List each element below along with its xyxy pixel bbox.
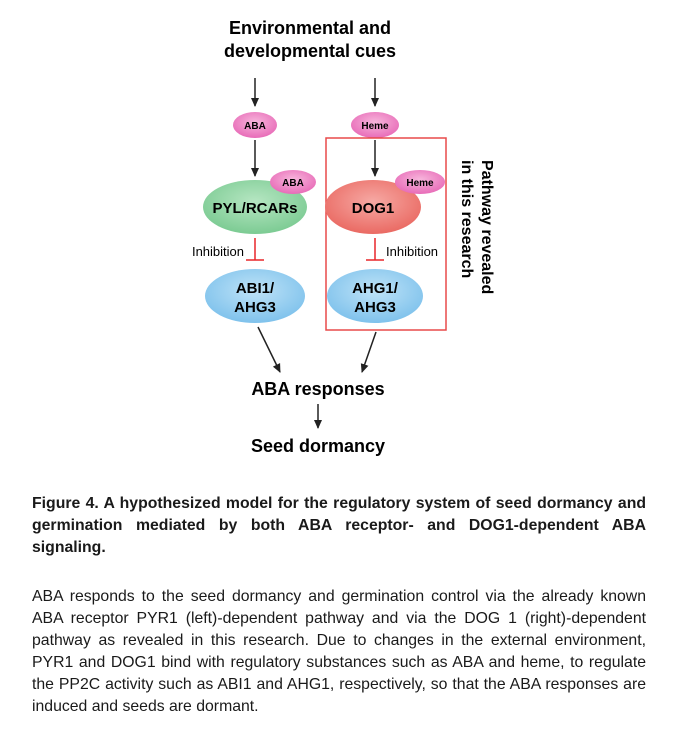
- inhibition-right-label: Inhibition: [386, 244, 438, 259]
- ahg1-ahg3-node: [327, 269, 423, 323]
- research-pathway-box: [325, 137, 447, 331]
- figure-description: ABA responds to the seed dormancy and ge…: [32, 588, 646, 715]
- pyl-rcars-label: PYL/RCARs: [212, 200, 297, 217]
- figure-caption: Figure 4. A hypothesized model for the r…: [32, 495, 646, 556]
- abi1-ahg3-label-line2: AHG3: [234, 299, 276, 316]
- top-label-line2: developmental cues: [224, 41, 396, 61]
- top-label-line1: Environmental and: [229, 18, 391, 38]
- dog1-node: [325, 180, 421, 234]
- box-label-line2: in this research: [458, 160, 475, 278]
- box-label-line1: Pathway revealed: [478, 160, 495, 294]
- arrow-ahg1-to-responses: [360, 331, 377, 373]
- heme-ligand-node: [351, 112, 399, 138]
- inhibition-left-label: Inhibition: [192, 244, 244, 259]
- bound-heme-label: Heme: [406, 178, 434, 189]
- bound-aba-label: ABA: [282, 178, 304, 189]
- arrow-abi1-to-responses: [257, 326, 281, 373]
- aba-responses-label: ABA responses: [251, 379, 384, 399]
- bound-heme-node: [395, 170, 445, 194]
- abi1-ahg3-node: [205, 269, 305, 323]
- abi1-ahg3-label-line1: ABI1/: [236, 280, 275, 297]
- ahg1-ahg3-label-line2: AHG3: [354, 299, 396, 316]
- heme-ligand-label: Heme: [361, 121, 389, 132]
- aba-ligand-label: ABA: [244, 121, 266, 132]
- bound-aba-node: [270, 170, 316, 194]
- ahg1-ahg3-label-line1: AHG1/: [352, 280, 399, 297]
- pathway-diagram: Environmental and developmental cues ABA…: [192, 18, 495, 456]
- aba-ligand-node: [233, 112, 277, 138]
- dog1-label: DOG1: [352, 200, 395, 217]
- seed-dormancy-label: Seed dormancy: [251, 436, 385, 456]
- pyl-rcars-node: [203, 180, 307, 234]
